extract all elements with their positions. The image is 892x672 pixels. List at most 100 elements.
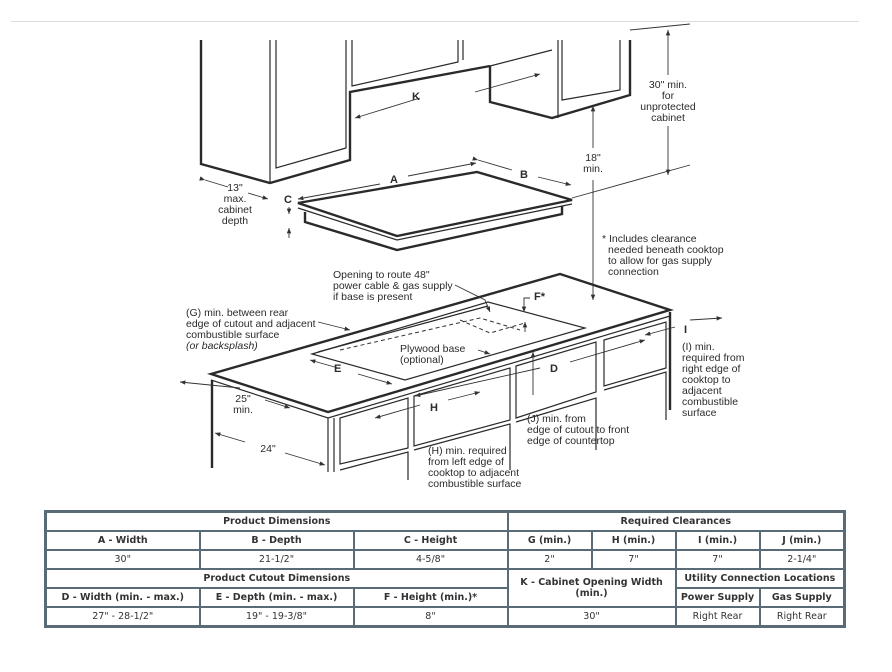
svg-text:Plywood base: Plywood base <box>400 343 466 355</box>
cutout-dimensions-title: Product Cutout Dimensions <box>44 568 509 589</box>
label-e: E <box>334 363 341 375</box>
label-k: K <box>412 91 420 103</box>
table-row: D - Width (min. - max.) E - Depth (min. … <box>44 587 846 608</box>
label-f: F* <box>534 291 546 303</box>
svg-text:25": 25" <box>235 393 251 405</box>
svg-text:(I) min.: (I) min. <box>682 341 715 353</box>
svg-text:for: for <box>662 90 675 102</box>
cooktop <box>297 170 573 252</box>
svg-text:required from: required from <box>682 352 745 364</box>
i-clearance-note: (I) min. required from right edge of coo… <box>682 341 745 419</box>
svg-text:adjacent: adjacent <box>682 385 722 397</box>
svg-text:cabinet: cabinet <box>218 204 252 216</box>
value-a-width: 30" <box>44 549 201 570</box>
svg-text:surface: surface <box>682 407 717 419</box>
value-k-opening: 30" <box>506 606 677 628</box>
top-divider <box>11 21 859 22</box>
table-row: A - Width B - Depth C - Height G (min.) … <box>44 530 846 551</box>
header-g-min: G (min.) <box>506 530 593 551</box>
min-18-note: 18" min. <box>583 152 603 175</box>
product-dimensions-title: Product Dimensions <box>44 510 509 532</box>
value-gas-supply: Right Rear <box>758 606 846 628</box>
value-i-min: 7" <box>674 549 761 570</box>
svg-text:min.: min. <box>583 163 603 175</box>
value-e-depth: 19" - 19-3/8" <box>198 606 355 628</box>
svg-text:from left edge of: from left edge of <box>428 456 504 468</box>
header-e-depth: E - Depth (min. - max.) <box>198 587 355 608</box>
svg-text:if base is present: if base is present <box>333 291 412 303</box>
svg-text:to allow for gas supply: to allow for gas supply <box>608 255 713 267</box>
svg-text:edge of countertop: edge of countertop <box>527 435 615 447</box>
svg-text:needed beneath cooktop: needed beneath cooktop <box>608 244 724 256</box>
cabinet-opening-title: K - Cabinet Opening Width (min.) <box>506 568 677 608</box>
svg-text:cooktop to adjacent: cooktop to adjacent <box>428 467 519 479</box>
svg-text:connection: connection <box>608 266 659 278</box>
g-clearance-note: (G) min. between rear edge of cutout and… <box>186 307 316 352</box>
svg-text:(or backsplash): (or backsplash) <box>186 340 258 352</box>
svg-text:13": 13" <box>227 182 243 194</box>
svg-text:min.: min. <box>233 404 253 416</box>
svg-text:Opening to route 48": Opening to route 48" <box>333 269 430 281</box>
dimension-lines <box>179 23 723 466</box>
value-h-min: 7" <box>590 549 677 570</box>
svg-text:max.: max. <box>224 193 247 205</box>
svg-text:edge of cutout to front: edge of cutout to front <box>527 424 629 436</box>
value-c-height: 4-5/8" <box>352 549 509 570</box>
opening-route-note: Opening to route 48" power cable & gas s… <box>333 269 453 303</box>
value-d-width: 27" - 28-1/2" <box>44 606 201 628</box>
header-power-supply: Power Supply <box>674 587 761 608</box>
svg-text:edge of cutout and adjacent: edge of cutout and adjacent <box>186 318 316 330</box>
specifications-table: Product Dimensions Required Clearances A… <box>44 510 847 628</box>
base-cabinet <box>206 272 675 480</box>
installation-diagram: K A B C E D H F* I 13" max. cabinet dept… <box>179 23 745 490</box>
svg-text:cooktop to: cooktop to <box>682 374 731 386</box>
value-power-supply: Right Rear <box>674 606 761 628</box>
svg-text:combustible surface: combustible surface <box>186 329 280 341</box>
utility-connections-title: Utility Connection Locations <box>674 568 846 589</box>
cabinet-depth-note: 13" max. cabinet depth <box>218 182 252 227</box>
header-h-min: H (min.) <box>590 530 677 551</box>
upper-cabinets <box>199 40 632 185</box>
j-clearance-note: (J) min. from edge of cutout to front ed… <box>527 413 629 447</box>
header-d-width: D - Width (min. - max.) <box>44 587 201 608</box>
clearance-footnote: * Includes clearance needed beneath cook… <box>602 233 724 278</box>
value-f-height: 8" <box>352 606 509 628</box>
label-c: C <box>284 194 292 206</box>
svg-text:(H) min. required: (H) min. required <box>428 445 507 457</box>
header-i-min: I (min.) <box>674 530 761 551</box>
svg-text:30" min.: 30" min. <box>649 79 687 91</box>
label-b: B <box>520 169 528 181</box>
svg-text:* Includes clearance: * Includes clearance <box>602 233 697 245</box>
table-row: Product Dimensions Required Clearances <box>44 510 846 532</box>
h-clearance-note: (H) min. required from left edge of cook… <box>428 445 522 490</box>
svg-text:combustible: combustible <box>682 396 738 408</box>
table-row: Product Cutout Dimensions K - Cabinet Op… <box>44 568 846 608</box>
svg-text:right edge of: right edge of <box>682 363 740 375</box>
depth-25-note: 25" min. <box>233 393 253 416</box>
table-row: 27" - 28-1/2" 19" - 19-3/8" 8" 30" Right… <box>44 606 846 628</box>
svg-text:18": 18" <box>585 152 601 164</box>
depth-24-note: 24" <box>260 443 276 455</box>
unprotected-cabinet-note: 30" min. for unprotected cabinet <box>640 79 696 124</box>
svg-text:(J) min. from: (J) min. from <box>527 413 586 425</box>
header-a-width: A - Width <box>44 530 201 551</box>
label-h: H <box>430 402 438 414</box>
value-j-min: 2-1/4" <box>758 549 846 570</box>
required-clearances-title: Required Clearances <box>506 510 846 532</box>
svg-text:depth: depth <box>222 215 248 227</box>
table-row: 30" 21-1/2" 4-5/8" 2" 7" 7" 2-1/4" <box>44 549 846 570</box>
header-b-depth: B - Depth <box>198 530 355 551</box>
plywood-base-note: Plywood base (optional) <box>400 343 466 366</box>
svg-text:power cable & gas supply: power cable & gas supply <box>333 280 453 292</box>
header-f-height: F - Height (min.)* <box>352 587 509 608</box>
svg-text:unprotected: unprotected <box>640 101 696 113</box>
header-gas-supply: Gas Supply <box>758 587 846 608</box>
value-g-min: 2" <box>506 549 593 570</box>
header-c-height: C - Height <box>352 530 509 551</box>
label-a: A <box>390 174 398 186</box>
svg-text:(optional): (optional) <box>400 354 444 366</box>
svg-text:cabinet: cabinet <box>651 112 685 124</box>
label-i: I <box>684 324 687 336</box>
header-j-min: J (min.) <box>758 530 846 551</box>
svg-text:combustible surface: combustible surface <box>428 478 522 490</box>
